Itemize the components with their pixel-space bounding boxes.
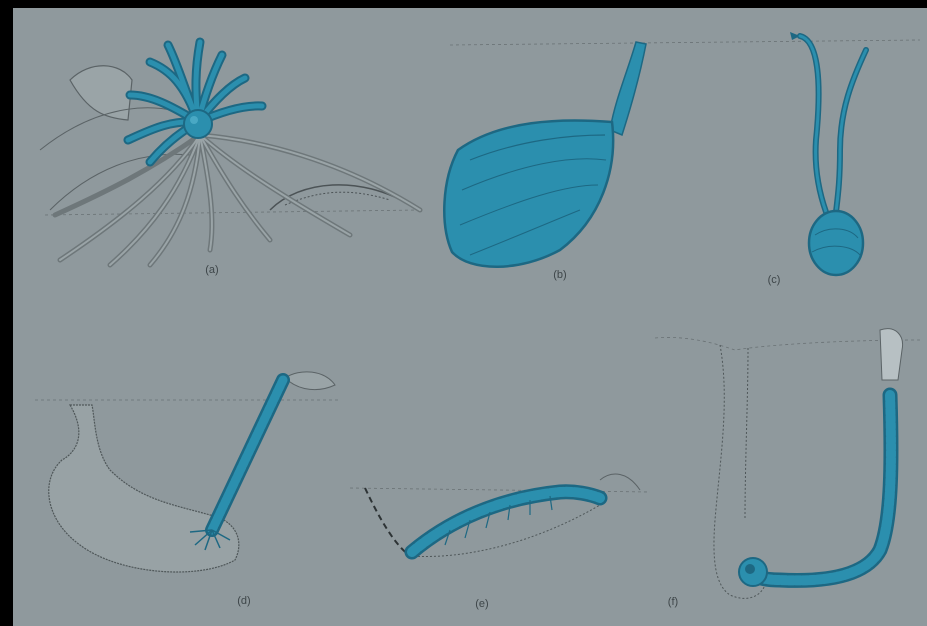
panel-label-d: (d) bbox=[237, 595, 250, 607]
panel-label-e: (e) bbox=[475, 598, 488, 610]
panel-label-c: (c) bbox=[768, 274, 781, 286]
panel-label-b: (b) bbox=[553, 269, 566, 281]
panel-f-drawing bbox=[655, 329, 920, 599]
panel-e-drawing bbox=[350, 474, 650, 556]
panel-label-f: (f) bbox=[668, 596, 678, 608]
panel-a-drawing bbox=[40, 42, 420, 265]
panel-d-drawing bbox=[35, 372, 340, 572]
panel-label-a: (a) bbox=[205, 264, 218, 276]
panel-c-drawing bbox=[790, 32, 866, 275]
